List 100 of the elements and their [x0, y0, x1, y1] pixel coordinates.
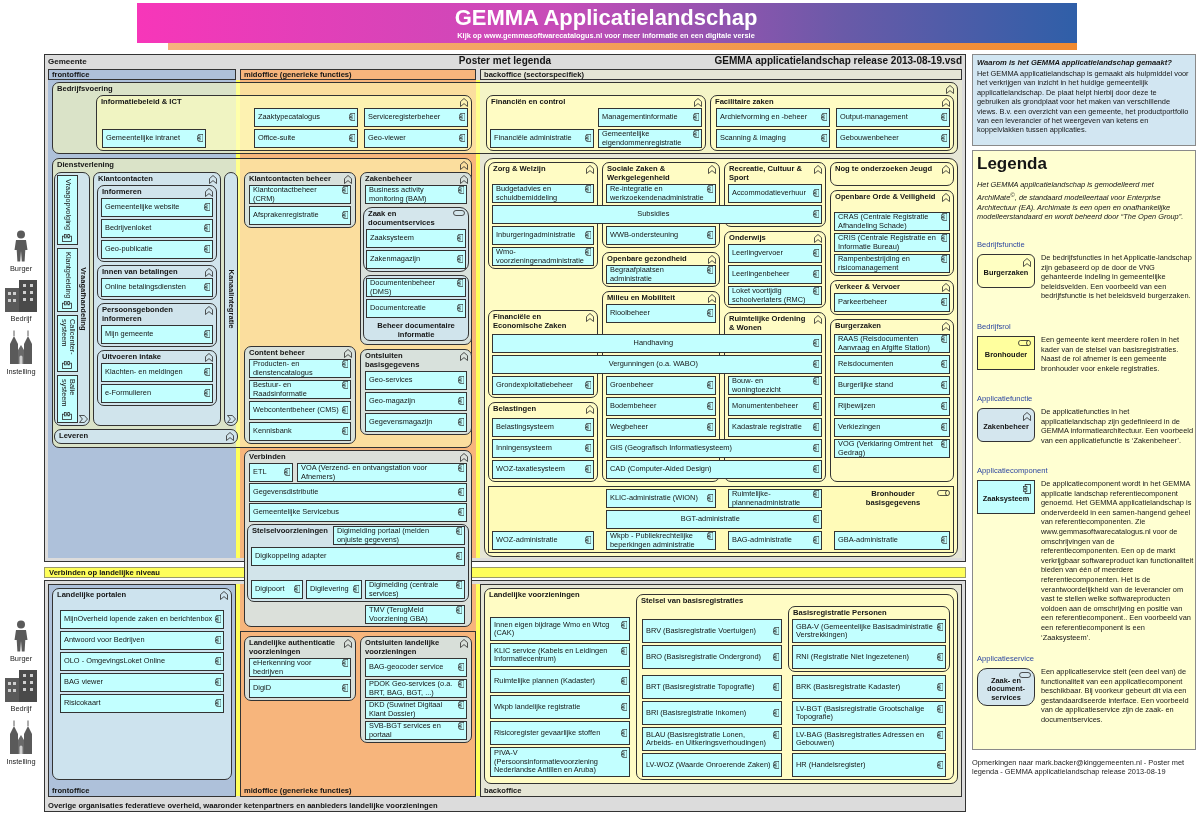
application-component [492, 247, 594, 266]
application-component [492, 418, 594, 437]
application-component [834, 439, 950, 458]
role-band [488, 486, 954, 553]
application-component [642, 619, 782, 643]
region-panel [44, 580, 966, 812]
application-component [834, 293, 950, 312]
application-component [606, 439, 822, 458]
application-function-panel [360, 636, 472, 743]
application-component [728, 184, 822, 203]
application-component [492, 376, 594, 395]
application-component [249, 503, 467, 522]
application-component [606, 265, 716, 284]
application-component [365, 580, 465, 599]
application-component [490, 617, 630, 641]
application-component [792, 701, 946, 725]
business-function-panel [830, 190, 954, 276]
application-component [834, 531, 950, 550]
application-component [365, 392, 467, 411]
application-function-panel [97, 185, 217, 262]
application-component [365, 721, 467, 740]
column-header [480, 69, 962, 80]
application-function-panel [54, 172, 90, 426]
application-component [366, 299, 466, 318]
application-component [57, 175, 78, 245]
application-component [642, 753, 782, 777]
application-component [606, 510, 822, 529]
application-component [364, 108, 468, 127]
application-component [792, 727, 946, 751]
application-component [728, 265, 822, 284]
region-panel [240, 631, 476, 797]
application-component [492, 334, 822, 353]
application-component [598, 108, 702, 127]
application-function-panel [360, 349, 472, 435]
application-function-panel [363, 275, 469, 341]
application-function-sample [977, 408, 1035, 442]
business-function-panel [724, 231, 826, 308]
application-component [101, 219, 213, 238]
application-component [102, 129, 206, 148]
application-component [364, 129, 468, 148]
application-component [492, 531, 594, 550]
business-function-panel [488, 402, 598, 482]
business-function-panel [710, 95, 954, 151]
application-component [606, 489, 716, 508]
application-component [492, 226, 594, 245]
info-panel [972, 54, 1196, 146]
application-component [101, 384, 213, 403]
title: GEMMA Applicatielandschap [454, 5, 758, 30]
legend-title: Legenda [977, 154, 1047, 173]
application-component [606, 184, 716, 203]
application-component [606, 226, 716, 245]
application-component [254, 129, 358, 148]
application-component [492, 184, 594, 203]
business-function-panel [52, 158, 472, 448]
application-component [716, 129, 830, 148]
application-component [365, 371, 467, 390]
application-component [834, 376, 950, 395]
application-component [728, 244, 822, 263]
application-component [366, 250, 466, 269]
application-component [728, 397, 822, 416]
application-component [249, 380, 351, 399]
application-component [365, 679, 467, 698]
business-function-panel [830, 319, 954, 482]
application-component [249, 679, 351, 698]
application-component [834, 254, 950, 273]
application-service-sample [977, 668, 1035, 706]
application-component [251, 547, 465, 566]
legend-panel [972, 150, 1196, 750]
application-component [606, 531, 716, 550]
application-component [249, 422, 351, 441]
application-component [365, 658, 467, 677]
business-function-panel [788, 606, 950, 672]
application-component [365, 605, 465, 624]
business-function-panel [486, 95, 706, 151]
application-component [606, 460, 822, 479]
application-component [101, 278, 213, 297]
application-component [57, 315, 78, 372]
application-component [101, 198, 213, 217]
application-component [297, 463, 467, 482]
application-component [254, 108, 358, 127]
application-component [792, 619, 946, 643]
application-function-panel [244, 636, 356, 701]
application-component [490, 721, 630, 745]
business-function-panel [830, 162, 954, 186]
application-component [792, 753, 946, 777]
function-area [484, 158, 958, 557]
release-title: GEMMA applicatielandschap release 2013-08-19.vsd [714, 55, 962, 67]
application-component [728, 489, 822, 508]
role-sample [977, 336, 1035, 370]
application-function-panel [93, 172, 221, 426]
application-component [251, 580, 303, 599]
application-function-panel [97, 350, 217, 406]
application-function-panel [97, 265, 217, 300]
application-component [306, 580, 362, 599]
business-function-panel [52, 82, 958, 154]
application-component [101, 363, 213, 382]
application-component [792, 645, 946, 669]
application-component [492, 205, 822, 224]
application-component [60, 610, 224, 629]
region-title: Gemeente [48, 57, 87, 67]
